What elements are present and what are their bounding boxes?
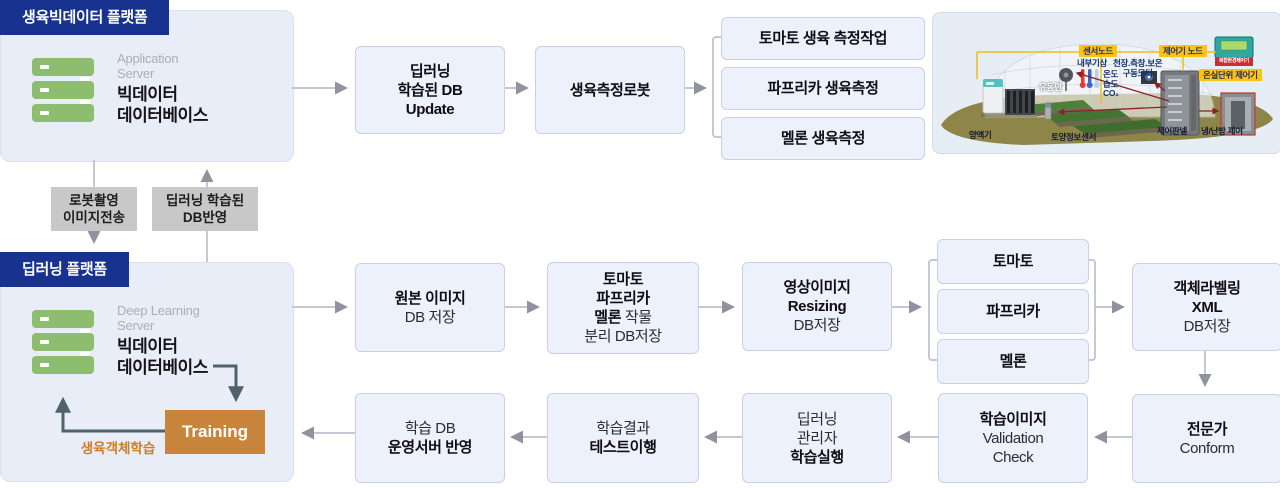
box-text: 운영서버 반영 [387, 439, 473, 456]
box-text: DB 저장 [404, 308, 456, 326]
hvac-label: 냉/난방 제어 [1201, 126, 1243, 136]
box-text: 객체라벨링 [1173, 279, 1241, 297]
env-readings-label: 온도 습도 CO₂ [1103, 69, 1119, 98]
box-text: 테스트이행 [589, 439, 657, 456]
soil-sensor-label: 토양정보센서 [1051, 132, 1097, 142]
training-box: Training [165, 410, 265, 454]
box-text: 멜론 작물 [594, 308, 652, 327]
box-text: 원본 이미지 [394, 289, 466, 307]
control-panel-label: 제어판넬 [1157, 126, 1188, 136]
box-text: 토마토 [602, 271, 644, 288]
fan-label: 유동팬 [1039, 82, 1062, 92]
box-text: 멜론 생육측정 [780, 130, 866, 147]
box-text: 학습결과 [596, 420, 650, 437]
box-text: 학습실행 [790, 448, 844, 466]
box-text-normal: 작물 [621, 309, 652, 326]
crop-box-tomato: 토마토 [937, 239, 1089, 284]
greenhouse-photo: 센서노드 제어기 노드 온실단위 제어기 복합환경제어기 내부기상 천장.측창.… [932, 12, 1280, 154]
transfer-label-db-reflect: 딥러닝 학습된 DB반영 [152, 187, 258, 231]
server-name-label: 빅데이터 데이터베이스 [117, 85, 208, 125]
controller-node-label: 제어기 노드 [1159, 45, 1207, 57]
box-text: 딥러닝 관리자 [796, 410, 838, 447]
flow-box-measure-robot: 생육측정로봇 [535, 46, 685, 134]
training-note: 생육객체학습 [80, 441, 156, 456]
box-text-bold: 멜론 [594, 309, 622, 326]
flow-box-db-update: 딥러닝 학습된 DB Update [355, 46, 505, 134]
box-text: 파프리카 생육측정 [767, 80, 879, 97]
application-server-icon [32, 58, 94, 122]
box-text: 파프리카 [986, 303, 1040, 320]
task-box-paprika-measure: 파프리카 생육측정 [721, 67, 925, 110]
box-text: 파프리카 [596, 290, 650, 307]
transfer-label-robot-images: 로봇촬영 이미지전송 [51, 187, 137, 231]
task-box-melon-measure: 멜론 생육측정 [721, 117, 925, 160]
crop-box-melon: 멜론 [937, 339, 1089, 384]
box-text: 토마토 [992, 253, 1034, 270]
flow-box-original-image: 원본 이미지 DB 저장 [355, 263, 505, 352]
flow-box-deploy-db: 학습 DB 운영서버 반영 [355, 393, 505, 483]
deep-platform-tab: 딥러닝 플랫폼 [0, 252, 129, 287]
box-text: 전문가 [1186, 420, 1228, 438]
server-type-label: Deep Learning Server [117, 303, 200, 333]
motors-label: 천장.측창.보온 구동모터 [1113, 58, 1163, 78]
box-text: 멜론 [999, 353, 1027, 370]
box-text: Conform [1179, 439, 1235, 457]
nutrient-machine-label: 양액기 [969, 130, 992, 140]
box-text: 영상이미지 [783, 279, 851, 296]
sensor-node-label: 센서노드 [1079, 45, 1118, 57]
flow-box-test-run: 학습결과 테스트이행 [547, 393, 699, 483]
unit-controller-label: 온실단위 제어기 [1199, 69, 1262, 81]
deep-learning-server-icon [32, 310, 94, 374]
box-text: XML [1191, 298, 1223, 316]
box-text: DB저장 [793, 317, 841, 334]
flow-box-expert-conform: 전문가 Conform [1132, 394, 1280, 483]
box-text: 분리 DB저장 [584, 328, 662, 345]
box-text: 생육측정로봇 [569, 81, 651, 99]
device-name-label: 복합환경제어기 [1218, 58, 1250, 64]
flow-box-training-exec: 딥러닝 관리자 학습실행 [742, 393, 892, 483]
application-server-text: Application Server 빅데이터 데이터베이스 [117, 51, 208, 126]
box-text: 토마토 생육 측정작업 [758, 30, 888, 47]
crop-box-paprika: 파프리카 [937, 289, 1089, 334]
internal-weather-label: 내부기상 [1077, 58, 1108, 68]
server-type-label: Application Server [117, 51, 179, 81]
box-text: 학습 DB [404, 420, 456, 437]
deep-learning-server-text: Deep Learning Server 빅데이터 데이터베이스 [117, 303, 208, 378]
flow-box-crop-split: 토마토 파프리카 멜론 작물 분리 DB저장 [547, 262, 699, 354]
task-box-tomato-measure: 토마토 생육 측정작업 [721, 17, 925, 60]
box-text: DB저장 [1183, 317, 1231, 335]
bigdata-platform-tab: 생육빅데이터 플랫폼 [0, 0, 170, 35]
flow-box-validation-check: 학습이미지 Validation Check [938, 393, 1088, 483]
server-name-label: 빅데이터 데이터베이스 [117, 337, 208, 377]
box-text: 딥러닝 학습된 DB Update [397, 62, 463, 118]
flow-box-resizing: 영상이미지 Resizing DB저장 [742, 262, 892, 351]
box-text: 학습이미지 [979, 410, 1047, 428]
box-text: Resizing [787, 298, 847, 315]
box-text: Validation Check [982, 429, 1044, 466]
flow-box-object-labeling: 객체라벨링 XML DB저장 [1132, 263, 1280, 351]
greenhouse-illustration [941, 36, 1273, 145]
